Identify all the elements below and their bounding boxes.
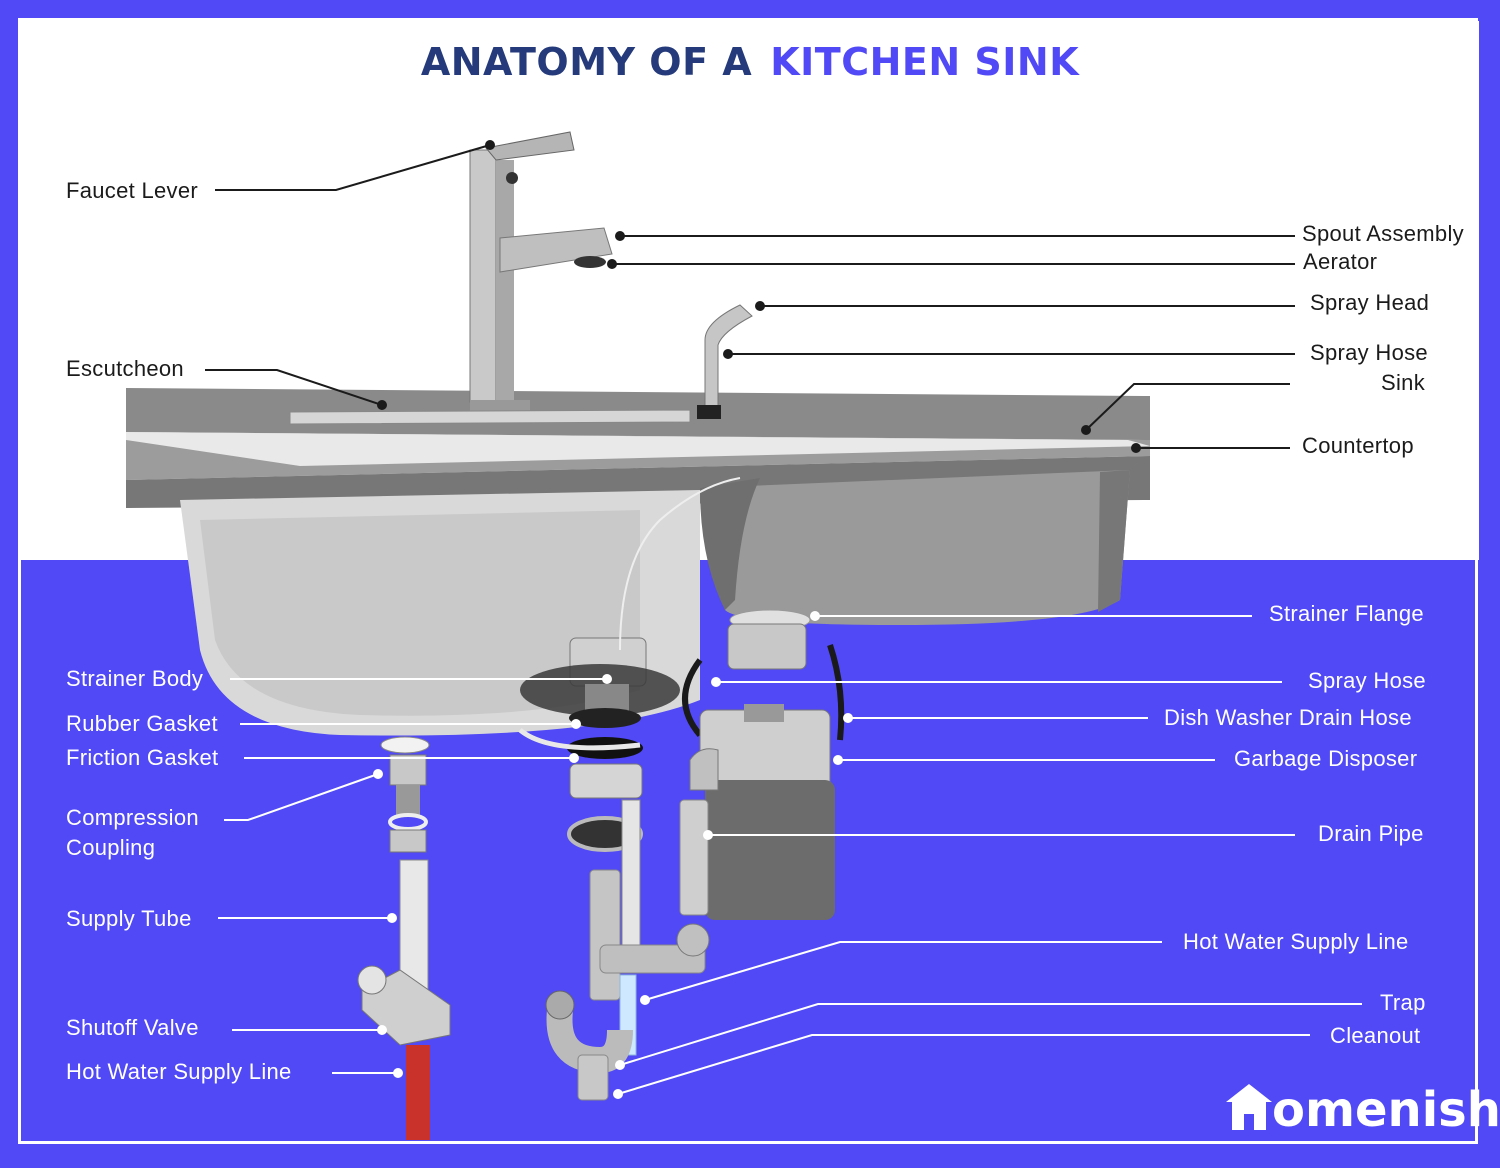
house-icon bbox=[1226, 1084, 1272, 1130]
valve-handle bbox=[357, 965, 387, 995]
spray-head-shape bbox=[704, 304, 753, 413]
aerator-shape bbox=[574, 256, 606, 268]
brand-text: omenish bbox=[1272, 1082, 1500, 1138]
right-basin bbox=[700, 470, 1130, 625]
trap-shape bbox=[546, 1008, 633, 1074]
disposer-body bbox=[705, 780, 835, 920]
label-compression-coupling-line2: Coupling bbox=[66, 835, 156, 860]
label-rubber-gasket: Rubber Gasket bbox=[66, 711, 218, 736]
label-sink: Sink bbox=[1381, 370, 1425, 395]
label-strainer-flange: Strainer Flange bbox=[1269, 601, 1424, 626]
sink-rim bbox=[126, 432, 1150, 466]
tee-nut bbox=[676, 923, 710, 957]
compression-nut bbox=[389, 829, 427, 853]
spray-base bbox=[697, 405, 721, 419]
compression-coupling-shape bbox=[389, 754, 427, 786]
label-friction-gasket: Friction Gasket bbox=[66, 745, 219, 770]
tee-arm bbox=[599, 944, 706, 974]
faucet-base bbox=[470, 400, 530, 412]
faucet-body-side bbox=[496, 160, 514, 400]
drain-pipe-shape bbox=[679, 799, 709, 916]
spout-shape bbox=[499, 227, 613, 273]
disposer-inlet bbox=[744, 704, 784, 722]
branch-tee bbox=[589, 869, 621, 1001]
label-cleanout: Cleanout bbox=[1330, 1023, 1421, 1048]
title-part-1: ANATOMY OF A bbox=[420, 40, 753, 84]
label-drain-pipe: Drain Pipe bbox=[1318, 821, 1424, 846]
title-part-2: KITCHEN SINK bbox=[770, 40, 1080, 84]
hose-loop bbox=[518, 728, 641, 751]
tailpiece bbox=[621, 799, 641, 951]
label-faucet-lever: Faucet Lever bbox=[66, 178, 199, 203]
basin-divider-shadow bbox=[700, 478, 760, 610]
label-dishwasher-drain-hose: Dish Washer Drain Hose bbox=[1164, 705, 1412, 730]
disposer-elbow bbox=[689, 748, 719, 791]
hot-water-line-shape bbox=[406, 1045, 430, 1140]
page-title: ANATOMY OF A KITCHEN SINK bbox=[0, 40, 1500, 84]
left-gasket bbox=[380, 736, 430, 754]
label-escutcheon: Escutcheon bbox=[66, 356, 184, 381]
right-basin-side bbox=[1098, 470, 1130, 612]
label-spout-assembly: Spout Assembly bbox=[1302, 221, 1464, 246]
escutcheon-plate bbox=[289, 409, 691, 425]
compression-ring bbox=[388, 813, 428, 831]
faucet-lever-hole bbox=[506, 172, 518, 184]
label-hot-water-supply-line-left: Hot Water Supply Line bbox=[66, 1059, 292, 1084]
label-trap: Trap bbox=[1380, 990, 1426, 1015]
spray-hose-lower-shape bbox=[682, 658, 703, 737]
supply-tube-shape bbox=[399, 859, 429, 991]
right-strainer-body bbox=[727, 623, 807, 670]
cleanout-cap bbox=[545, 990, 575, 1020]
brand-logo: omenish bbox=[1226, 1082, 1500, 1138]
rubber-gasket-shape bbox=[569, 708, 641, 728]
label-shutoff-valve: Shutoff Valve bbox=[66, 1015, 199, 1040]
label-hot-water-supply-line-right: Hot Water Supply Line bbox=[1183, 929, 1409, 954]
bottom-leaders bbox=[218, 611, 1362, 1099]
faucet-body bbox=[469, 149, 497, 403]
label-supply-tube: Supply Tube bbox=[66, 906, 192, 931]
label-compression-coupling-line1: Compression bbox=[66, 805, 199, 830]
lock-nut bbox=[569, 763, 643, 799]
label-countertop: Countertop bbox=[1302, 433, 1414, 458]
dishwasher-drain-hose-shape bbox=[827, 644, 845, 741]
faucet-lever-shape bbox=[485, 131, 575, 161]
top-leaders bbox=[205, 140, 1295, 453]
spray-hose-through bbox=[619, 477, 741, 651]
left-basin-shade bbox=[200, 510, 640, 716]
label-strainer-body: Strainer Body bbox=[66, 666, 204, 691]
label-spray-head: Spray Head bbox=[1310, 290, 1430, 315]
label-aerator: Aerator bbox=[1303, 249, 1378, 274]
label-garbage-disposer: Garbage Disposer bbox=[1234, 746, 1418, 771]
coupling-threads bbox=[396, 785, 420, 815]
trap-outlet bbox=[577, 1054, 609, 1101]
label-spray-hose-top: Spray Hose bbox=[1310, 340, 1428, 365]
label-spray-hose: Spray Hose bbox=[1308, 668, 1426, 693]
